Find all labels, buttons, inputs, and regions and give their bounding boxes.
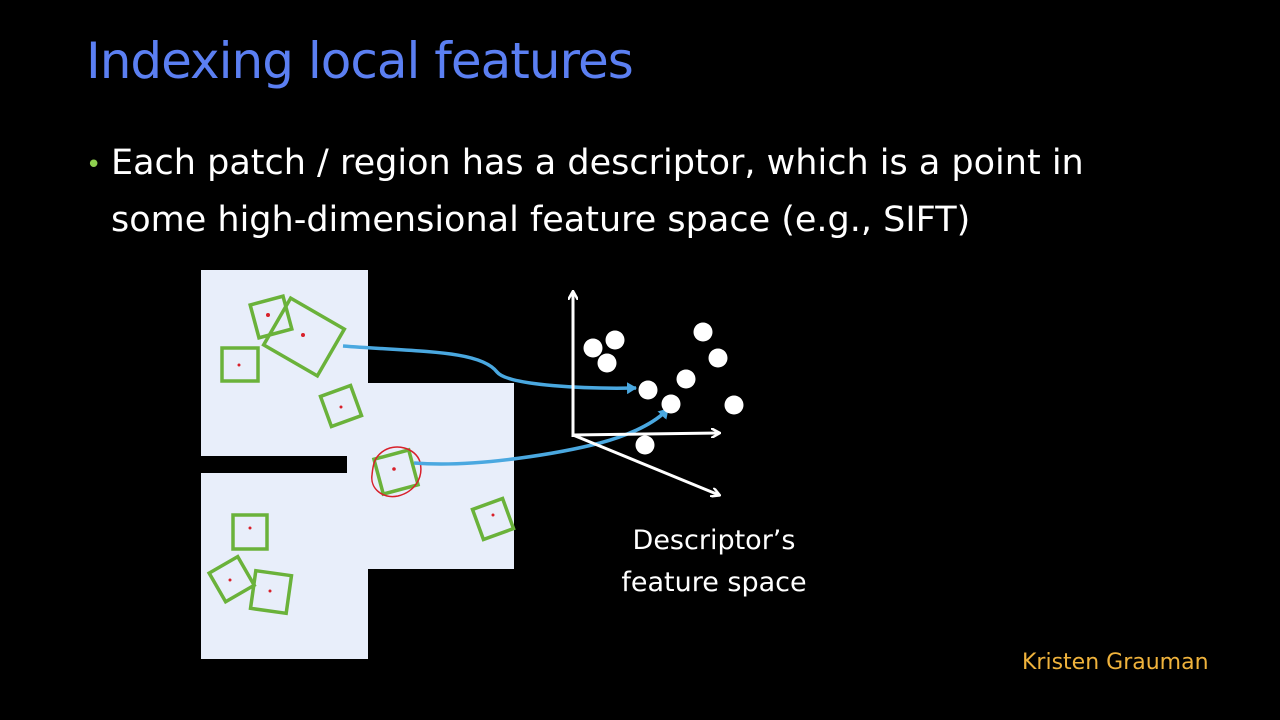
- patch-box: [318, 383, 364, 429]
- descriptor-point: [597, 353, 617, 373]
- keypoint: [392, 467, 396, 471]
- bullet-point-icon: •: [86, 150, 102, 180]
- descriptor-points: [583, 322, 744, 455]
- patch-box: [231, 513, 269, 551]
- keypoint: [491, 513, 495, 517]
- descriptor-point: [635, 435, 655, 455]
- image-panel-bottom-left: [201, 473, 368, 659]
- keypoints-bottom-left: [228, 526, 272, 593]
- keypoint: [339, 405, 343, 409]
- mapping-arrow-top: [342, 344, 637, 395]
- keypoint: [248, 526, 252, 530]
- patch-box: [371, 447, 421, 497]
- image-patches-middle: [371, 447, 516, 542]
- descriptor-point: [693, 322, 713, 342]
- mapping-arrow-middle: [413, 407, 670, 466]
- keypoints-middle: [392, 467, 495, 517]
- feature-space-axes: [573, 292, 719, 495]
- descriptor-point: [708, 348, 728, 368]
- keypoint: [266, 313, 270, 317]
- patch-box: [248, 568, 294, 616]
- patch-box: [248, 294, 294, 340]
- patch-box: [206, 554, 257, 605]
- bullet-text-line-1: Each patch / region has a descriptor, wh…: [111, 143, 1084, 183]
- slide-title: Indexing local features: [86, 32, 634, 90]
- highlighted-region-outline: [371, 446, 422, 498]
- keypoint: [228, 578, 232, 582]
- descriptor-point: [661, 394, 681, 414]
- patch-box: [220, 346, 260, 383]
- patch-box: [470, 496, 516, 542]
- keypoints-top-left: [237, 313, 343, 409]
- feature-space-caption-line-1: Descriptor’s: [632, 525, 796, 556]
- keypoint: [237, 363, 241, 367]
- descriptor-point: [676, 369, 696, 389]
- keypoint: [268, 589, 272, 593]
- z-axis-arrow: [572, 433, 719, 495]
- bullet-text-line-2: some high-dimensional feature space (e.g…: [111, 200, 971, 240]
- feature-space-caption-line-2: feature space: [621, 567, 807, 598]
- image-patches-top-left: [220, 294, 364, 429]
- patch-box: [261, 295, 347, 379]
- descriptor-point: [583, 338, 603, 358]
- descriptor-point: [605, 330, 625, 350]
- author-credit: Kristen Grauman: [1022, 650, 1209, 675]
- x-axis-arrow: [572, 433, 719, 435]
- descriptor-point: [638, 380, 658, 400]
- descriptor-point: [724, 395, 744, 415]
- keypoint: [301, 333, 305, 337]
- image-patches-bottom-left: [206, 513, 294, 616]
